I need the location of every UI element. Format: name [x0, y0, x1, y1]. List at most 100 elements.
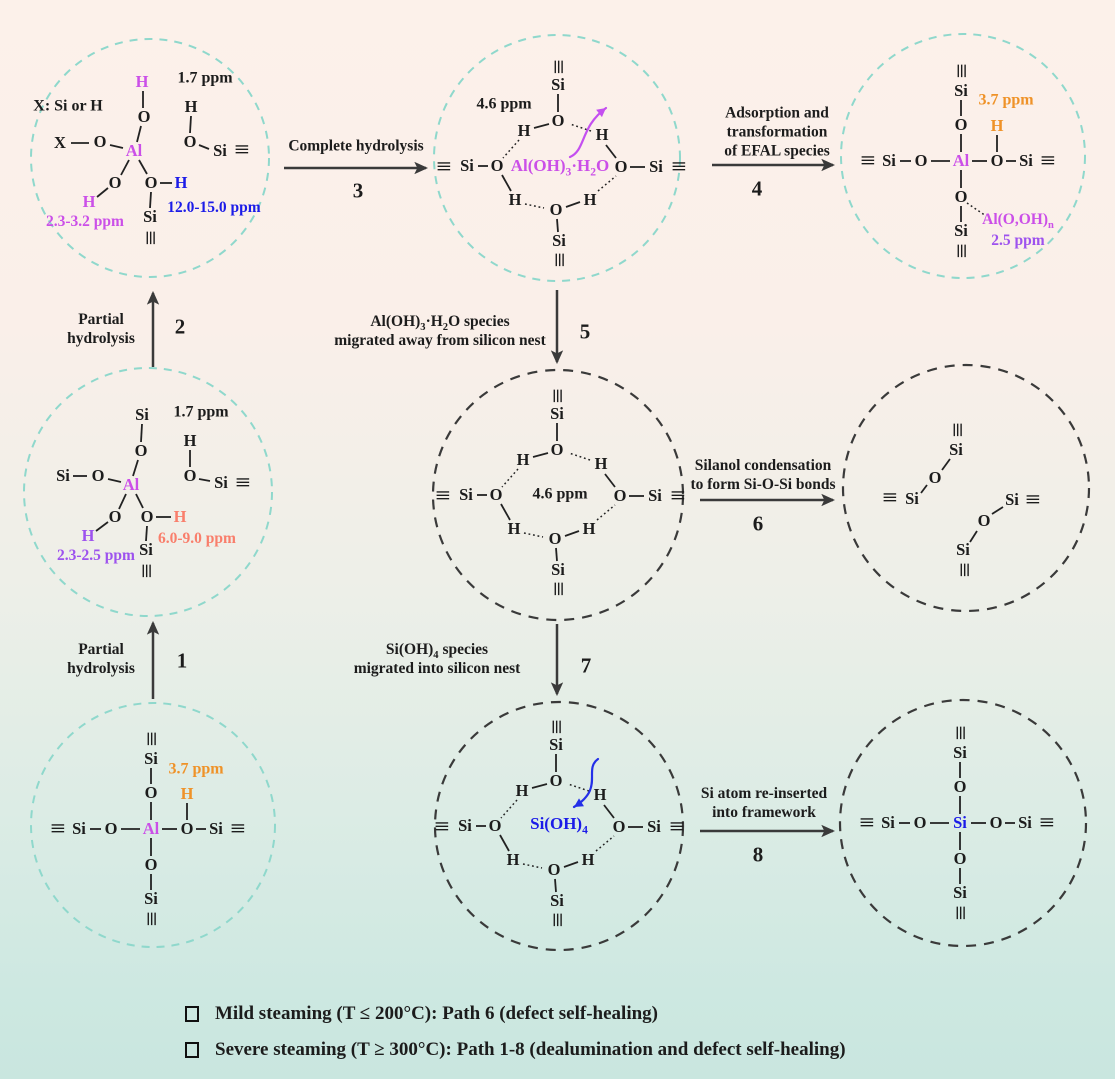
atom-Si: Si	[953, 812, 967, 832]
arrow-8-number: 8	[752, 842, 764, 867]
molecule-label: 4.6 ppm	[476, 95, 532, 113]
atom-H: H	[517, 120, 531, 140]
atom-Si: Si	[949, 439, 963, 459]
triple-bond-icon: ≡	[234, 139, 250, 161]
atom-H: H	[593, 784, 607, 804]
arrow-4-label: Adsorption and transformation of EFAL sp…	[724, 104, 830, 160]
atom-H: H	[184, 96, 198, 116]
checkbox-icon	[185, 1042, 199, 1058]
bonds-layer	[900, 100, 1016, 222]
atom-Si: Si	[1019, 150, 1033, 170]
molecule-label: 3.7 ppm	[168, 760, 224, 778]
atom-O: O	[549, 199, 563, 219]
atom-Si: Si	[905, 488, 919, 508]
arrow-7-number: 7	[580, 653, 592, 678]
triple-bond-icon: ≡	[949, 905, 971, 921]
triple-bond-icon: ≡	[545, 719, 567, 735]
atom-Si: Si	[460, 155, 474, 175]
legend-item-severe-steaming: Severe steaming (T ≥ 300°C): Path 1-8 (d…	[185, 1039, 846, 1061]
checkbox-icon	[185, 1006, 199, 1022]
molecule-label: 4.6 ppm	[532, 485, 588, 503]
atom-H: H	[594, 453, 608, 473]
atom-Si: Si	[214, 472, 228, 492]
atom-Si: Si	[213, 140, 227, 160]
atom-Si: Si	[953, 882, 967, 902]
bonds-layer	[477, 423, 644, 562]
atom-O: O	[953, 848, 967, 868]
atom-O: O	[488, 815, 502, 835]
atom-Al: Al	[952, 150, 970, 170]
atom-H: H	[990, 115, 1004, 135]
triple-bond-icon: ≡	[548, 252, 570, 268]
atom-Al: Al	[125, 140, 143, 160]
triple-bond-icon: ≡	[950, 243, 972, 259]
atom-O: O	[183, 131, 197, 151]
atom-H: H	[183, 430, 197, 450]
atom-O: O	[953, 776, 967, 796]
arrow-4-number: 4	[751, 176, 763, 201]
atom-O: O	[144, 854, 158, 874]
atom-Al: Al	[122, 474, 140, 494]
atom-Si: Si	[143, 206, 157, 226]
atom-Si: Si	[956, 539, 970, 559]
molecule-label: X: Si or H	[33, 97, 103, 115]
bonds-layer	[90, 768, 206, 890]
atom-Si: Si	[135, 404, 149, 424]
atom-O: O	[180, 818, 194, 838]
atom-Si: Si	[647, 816, 661, 836]
atom-Si: Si	[648, 485, 662, 505]
atom-H: H	[581, 849, 595, 869]
atom-Al: Al	[142, 818, 160, 838]
atom-O: O	[613, 485, 627, 505]
atom-O: O	[104, 818, 118, 838]
arrow-6-label: Silanol condensation to form Si-O-Si bon…	[690, 457, 836, 493]
molecule-label: 2.5 ppm	[991, 231, 1045, 249]
arrow-5-number: 5	[579, 319, 591, 344]
arrow-8-label: Si atom re-inserted into framework	[700, 785, 828, 821]
atom-O: O	[144, 782, 158, 802]
legend-item-mild-steaming: Mild steaming (T ≤ 200°C): Path 6 (defec…	[185, 1003, 658, 1025]
atom-O: O	[913, 812, 927, 832]
atom-H: H	[135, 71, 149, 91]
atom-O: O	[108, 172, 122, 192]
triple-bond-icon: ≡	[670, 485, 686, 507]
atom-O: O	[549, 770, 563, 790]
atom-H: H	[82, 191, 96, 211]
atom-Si: Si	[549, 734, 563, 754]
bonds-layer	[476, 754, 643, 893]
triple-bond-icon: ≡	[546, 388, 568, 404]
molecule-label: 6.0-9.0 ppm	[158, 529, 236, 547]
triple-bond-icon: ≡	[946, 422, 968, 438]
atom-Si: Si	[459, 484, 473, 504]
arrow-1-number: 1	[176, 648, 188, 673]
atom-O: O	[612, 816, 626, 836]
triple-bond-icon: ≡	[230, 818, 246, 840]
bonds-layer	[73, 423, 211, 542]
atom-O: O	[548, 528, 562, 548]
molecule-label: 1.7 ppm	[177, 69, 233, 87]
atom-Si: Si	[1018, 812, 1032, 832]
triple-bond-icon: ≡	[671, 156, 687, 178]
molecule-label: Si(OH)4	[530, 814, 588, 837]
curved-arrow-icon	[574, 798, 584, 807]
bonds-layer	[899, 762, 1015, 884]
legend-text: Severe steaming (T ≥ 300°C): Path 1-8 (d…	[215, 1039, 846, 1060]
molecule-label: Al(OH)3·H2O	[510, 156, 610, 179]
triple-bond-icon: ≡	[139, 230, 161, 246]
atom-H: H	[507, 518, 521, 538]
molecule-label: 12.0-15.0 ppm	[167, 198, 261, 216]
triple-bond-icon: ≡	[860, 150, 876, 172]
triple-bond-icon: ≡	[135, 563, 157, 579]
atom-Si: Si	[72, 818, 86, 838]
atom-Si: Si	[1005, 489, 1019, 509]
triple-bond-icon: ≡	[436, 156, 452, 178]
atom-H: H	[506, 849, 520, 869]
atom-Si: Si	[551, 559, 565, 579]
triple-bond-icon: ≡	[950, 63, 972, 79]
atom-Si: Si	[954, 220, 968, 240]
atom-H: H	[180, 783, 194, 803]
